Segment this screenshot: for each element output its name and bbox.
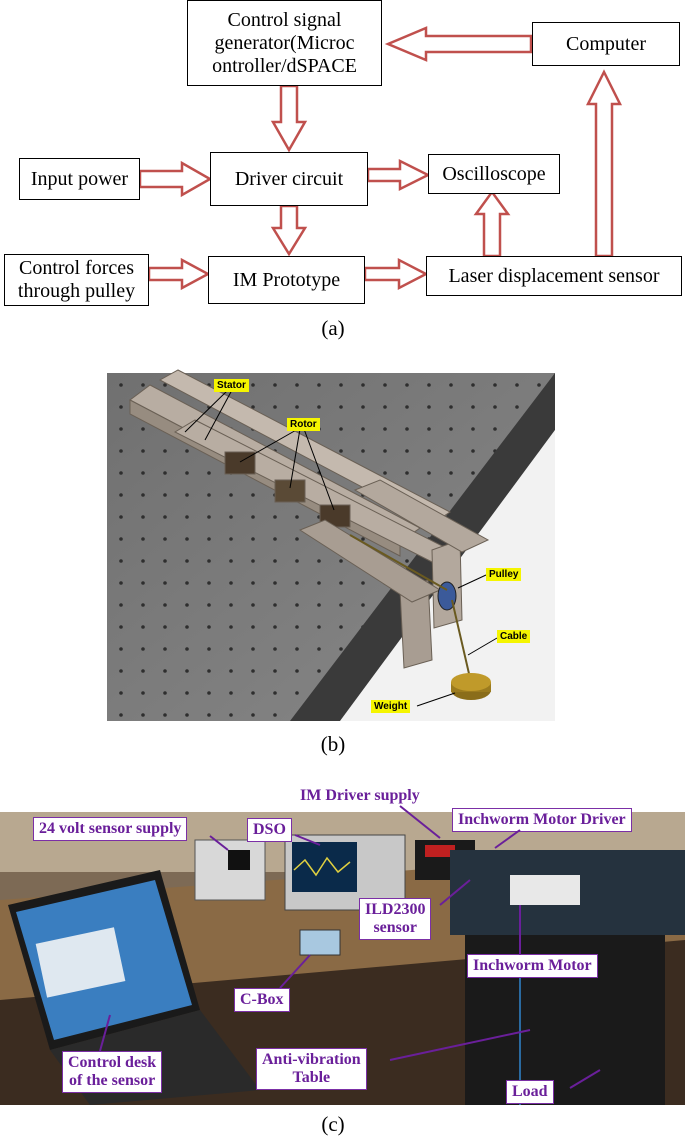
arrow-laser-to-oscilloscope bbox=[473, 189, 511, 258]
cable-line bbox=[349, 534, 448, 591]
bracket-right bbox=[353, 479, 490, 553]
arrow-driver-to-im bbox=[270, 204, 308, 257]
caption-b: (b) bbox=[320, 732, 346, 756]
label-load: Load bbox=[506, 1080, 554, 1104]
node-control-signal-label: Control signal generator(Microc ontrolle… bbox=[212, 8, 357, 77]
panel-a-arrows bbox=[138, 26, 623, 291]
node-control-signal-generator: Control signal generator(Microc ontrolle… bbox=[187, 0, 382, 86]
node-computer: Computer bbox=[532, 22, 680, 66]
arrow-control-to-driver bbox=[270, 84, 308, 153]
node-oscilloscope: Oscilloscope bbox=[428, 154, 560, 194]
node-laser-sensor-label: Laser displacement sensor bbox=[448, 264, 660, 287]
pulley-wheel bbox=[437, 581, 457, 611]
label-inchworm-motor-driver: Inchworm Motor Driver bbox=[452, 808, 632, 832]
node-im-prototype-label: IM Prototype bbox=[232, 268, 341, 291]
label-stator: Stator bbox=[214, 379, 249, 392]
c-box-unit bbox=[299, 929, 341, 956]
label-24v-sensor-supply: 24 volt sensor supply bbox=[33, 817, 188, 841]
label-cable: Cable bbox=[497, 630, 531, 643]
label-c-box: C-Box bbox=[234, 988, 290, 1012]
node-driver-circuit: Driver circuit bbox=[210, 152, 368, 206]
arrow-im-to-laser bbox=[363, 257, 429, 291]
arrow-input-to-driver bbox=[138, 160, 213, 198]
arrow-forces-to-im bbox=[147, 257, 211, 291]
label-ild2300-sensor: ILD2300 sensor bbox=[359, 898, 432, 940]
label-rotor: Rotor bbox=[287, 418, 320, 431]
node-laser-sensor: Laser displacement sensor bbox=[426, 256, 682, 296]
node-control-forces-label: Control forces through pulley bbox=[17, 257, 136, 302]
node-computer-label: Computer bbox=[566, 32, 646, 55]
arrow-laser-to-computer bbox=[585, 69, 623, 258]
caption-c: (c) bbox=[321, 1112, 345, 1136]
node-driver-circuit-label: Driver circuit bbox=[234, 167, 344, 190]
node-im-prototype: IM Prototype bbox=[208, 256, 365, 304]
label-inchworm-motor: Inchworm Motor bbox=[467, 954, 598, 978]
node-input-power: Input power bbox=[19, 158, 140, 200]
caption-a: (a) bbox=[321, 316, 345, 340]
node-input-power-label: Input power bbox=[30, 167, 129, 190]
node-control-forces: Control forces through pulley bbox=[4, 254, 149, 306]
node-oscilloscope-label: Oscilloscope bbox=[442, 162, 546, 185]
arrow-driver-to-oscilloscope bbox=[366, 158, 431, 192]
label-pulley: Pulley bbox=[486, 568, 522, 581]
label-weight: Weight bbox=[371, 700, 411, 713]
label-im-driver-supply: IM Driver supply bbox=[295, 785, 425, 807]
label-control-desk: Control desk of the sensor bbox=[62, 1051, 163, 1093]
arrow-computer-to-control bbox=[384, 26, 533, 62]
label-anti-vibration-table: Anti-vibration Table bbox=[256, 1048, 367, 1090]
label-dso: DSO bbox=[247, 818, 292, 842]
